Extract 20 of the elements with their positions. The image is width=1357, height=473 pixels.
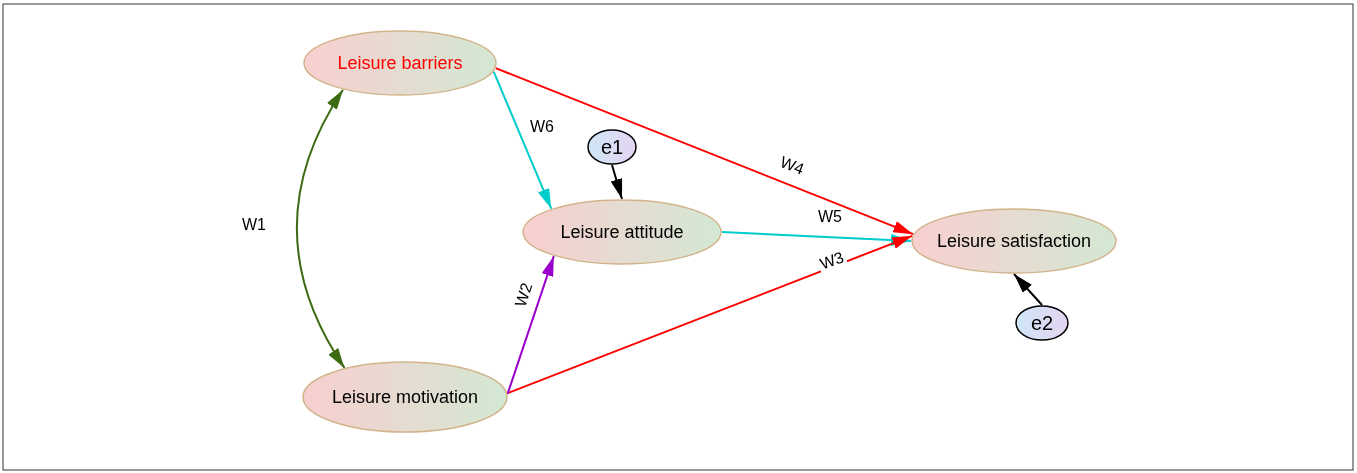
node-label: Leisure attitude bbox=[560, 221, 684, 243]
arrow bbox=[492, 70, 553, 210]
arrow bbox=[295, 88, 346, 369]
node-label: Leisure satisfaction bbox=[936, 230, 1092, 252]
arrow bbox=[494, 67, 915, 236]
variable-ellipse bbox=[302, 361, 508, 433]
node-label: e1 bbox=[600, 135, 624, 159]
error-ellipse bbox=[587, 129, 637, 165]
node-label: Leisure motivation bbox=[331, 386, 479, 408]
variable-ellipse bbox=[522, 199, 722, 265]
node-label: e2 bbox=[1030, 311, 1054, 335]
arrow bbox=[506, 255, 555, 395]
arrow bbox=[1013, 273, 1043, 306]
arrow bbox=[506, 234, 914, 395]
arrow bbox=[721, 231, 912, 247]
node-label: Leisure barriers bbox=[337, 52, 463, 74]
variable-ellipse bbox=[303, 30, 497, 96]
error-ellipse bbox=[1015, 305, 1069, 341]
variable-ellipse bbox=[911, 208, 1117, 274]
arrow bbox=[610, 164, 623, 200]
